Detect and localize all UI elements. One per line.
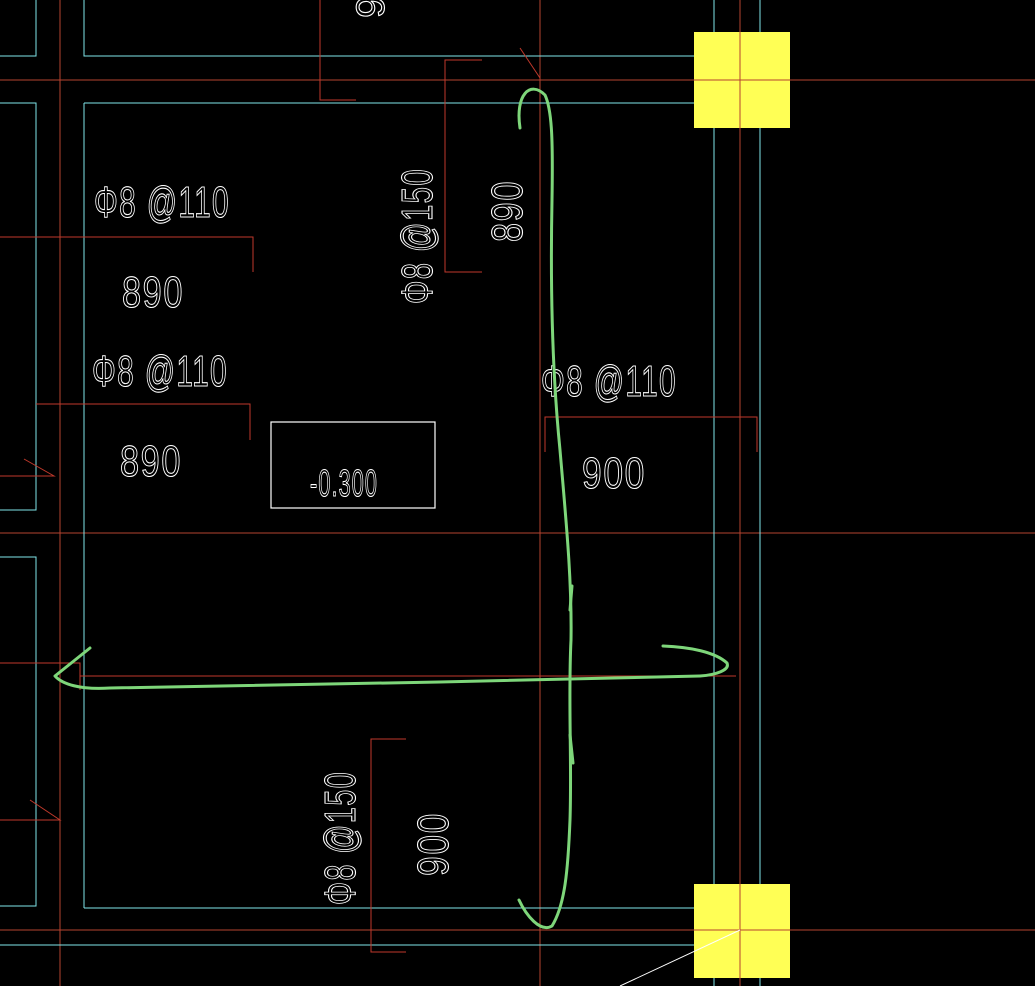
wall-top-room — [83, 0, 700, 57]
label-top-partial: 9 — [349, 0, 393, 18]
wall-left-room-3 — [0, 556, 37, 907]
wall-left-room-1 — [0, 0, 37, 57]
leader-top-partial — [319, 0, 356, 101]
label-rebar-right: Φ8 @110 — [541, 357, 677, 406]
leader-arrow-left-3 — [0, 799, 62, 821]
leader-arrow-left-2 — [0, 662, 81, 690]
columns — [694, 32, 790, 978]
label-elevation: -0.300 — [310, 463, 378, 505]
drawing-labels: 9 Φ8 @110 890 Φ8 @110 890 -0.300 Φ8 @150… — [91, 0, 677, 906]
leader-left-lower — [36, 403, 251, 440]
rebar-leaders — [0, 0, 758, 953]
markup-vertical-tick-1 — [568, 584, 574, 612]
green-markup — [53, 87, 729, 929]
leader-bottom-vertical — [370, 738, 406, 953]
markup-vertical-tick-2 — [568, 733, 575, 765]
wall-outlines — [0, 0, 761, 986]
elevation-box — [270, 421, 436, 509]
leader-left-upper — [0, 236, 254, 272]
label-length-bottom-vertical: 900 — [409, 812, 458, 876]
label-rebar-bottom-vertical: Φ8 @150 — [316, 771, 365, 905]
leader-arrow-left-1 — [0, 458, 56, 477]
wall-left-room-2 — [0, 102, 37, 511]
column-bottom-right — [694, 884, 790, 978]
markup-vertical-stroke — [517, 87, 573, 929]
leader-diag-top — [519, 47, 541, 79]
label-length-left-upper: 890 — [122, 268, 184, 317]
label-rebar-left-lower: Φ8 @110 — [92, 347, 228, 396]
markup-horizontal-stroke — [53, 644, 729, 690]
diagonal-section-line — [619, 929, 741, 986]
label-length-left-lower: 890 — [120, 437, 182, 486]
leader-mid-vertical — [444, 59, 482, 273]
label-rebar-left-upper: Φ8 @110 — [94, 178, 230, 227]
label-length-right: 900 — [582, 449, 646, 498]
label-rebar-mid-vertical: Φ8 @150 — [393, 168, 442, 304]
leader-right — [544, 416, 758, 452]
label-length-mid-vertical: 890 — [483, 180, 532, 242]
